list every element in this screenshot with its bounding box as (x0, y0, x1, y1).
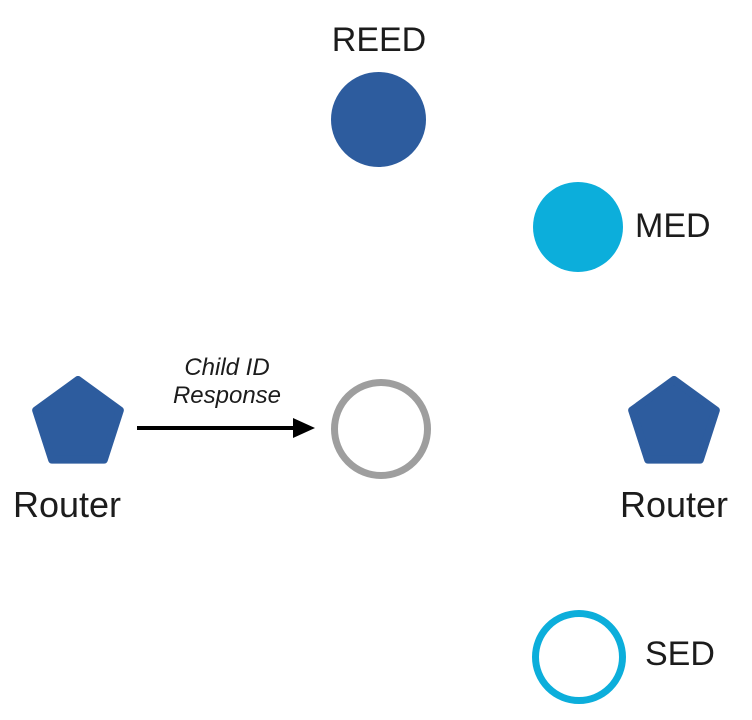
sed-node-circle-icon (532, 610, 626, 704)
router-left-label: Router (12, 484, 122, 525)
arrow-message-label: Child ID Response (142, 354, 312, 410)
child-id-response-arrow-icon (137, 418, 315, 438)
med-node-label: MED (635, 207, 711, 245)
arrow-head (293, 418, 315, 438)
router-right-pentagon-shape (628, 376, 720, 464)
reed-node-label: REED (331, 21, 427, 59)
med-node-circle-icon (533, 182, 623, 272)
arrow-message-line1: Child ID (184, 354, 270, 381)
router-left-pentagon-icon (32, 376, 124, 464)
router-right-pentagon-icon (628, 376, 720, 464)
sed-node-label: SED (645, 635, 715, 673)
reed-node-circle-icon (331, 72, 426, 167)
router-left-pentagon-shape (32, 376, 124, 464)
router-right-label: Router (619, 484, 729, 525)
arrow-message-line2: Response (172, 382, 282, 409)
joining-device-circle-icon (331, 379, 431, 479)
